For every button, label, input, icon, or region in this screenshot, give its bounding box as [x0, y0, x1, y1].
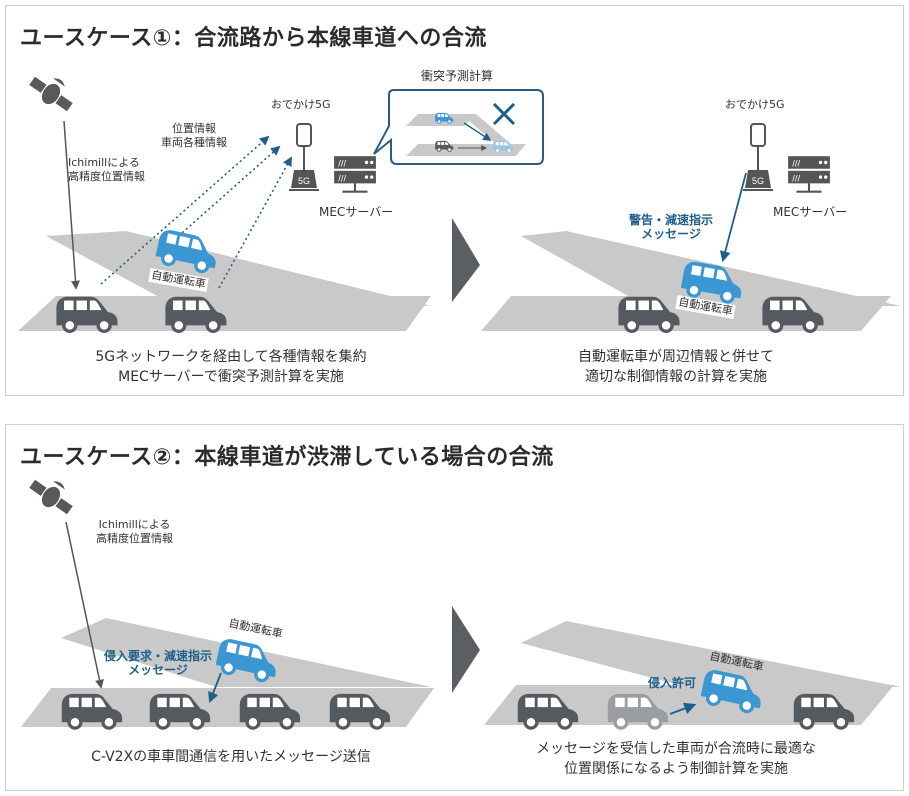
collision-prediction-label: 衝突予測計算: [421, 69, 494, 83]
intrusion-request-label: 侵入要求・減速指示 メッセージ: [104, 649, 213, 677]
entry-permission-label: 侵入許可: [648, 676, 697, 690]
main-road: [18, 296, 431, 331]
usecase2-right-caption: メッセージを受信した車両が合流時に最適な 位置関係になるよう制御計算を実施: [536, 741, 816, 777]
uplink-arrow: [100, 135, 270, 285]
usecase1-panel: ユースケース①：合流路から本線車道への合流: [5, 5, 904, 396]
next-step-chevron-icon: [452, 606, 480, 693]
usecase2-left-caption: C-V2Xの車車間通信を用いたメッセージ送信: [91, 749, 371, 765]
usecase1-title: ユースケース①：合流路から本線車道への合流: [20, 26, 487, 51]
usecase2-title: ユースケース②：本線車道が渋滞している場合の合流: [20, 445, 554, 470]
next-step-chevron-icon: [452, 218, 480, 302]
base-station-label: おでかけ5G: [271, 98, 331, 111]
satellite-icon: [26, 477, 76, 517]
intrusion-request-arrow: [208, 672, 222, 704]
positioning-arrow: [63, 120, 80, 290]
base-station-icon: [743, 122, 773, 192]
mec-server-label: MECサーバー: [319, 205, 394, 219]
mec-server-label: MECサーバー: [773, 205, 848, 219]
mec-server-icon: [333, 155, 377, 193]
base-station-icon: [289, 122, 319, 192]
satellite-icon: [26, 74, 76, 114]
positioning-label: Ichimillによる 高精度位置情報: [68, 156, 145, 183]
warning-message-arrow: [719, 172, 747, 263]
collision-x-icon: [492, 102, 516, 126]
entry-permission-arrow: [669, 702, 697, 715]
uplink-arrow: [155, 145, 281, 257]
merge-lane-road: [46, 231, 431, 306]
base-station-label: おでかけ5G: [725, 98, 785, 111]
mec-server-icon: [787, 155, 831, 193]
usecase1-right-caption: 自動運転車が周辺情報と併せて 適切な制御情報の計算を実施: [578, 349, 774, 385]
positioning-arrow: [65, 521, 104, 689]
usecase2-scene: [21, 477, 901, 730]
usecase1-left-caption: 5Gネットワークを経由して各種情報を集約 MECサーバーで衝突予測計算を実施: [95, 349, 367, 385]
usecase2-panel: ユースケース②：本線車道が渋滞している場合の合流 Ichimillによる 高精度…: [5, 424, 904, 791]
warning-message-label: 警告・減速指示 メッセージ: [629, 213, 714, 241]
uplink-label: 位置情報 車両各種情報: [161, 122, 227, 149]
usecase1-scene: [18, 74, 901, 333]
positioning-label: Ichimillによる 高精度位置情報: [96, 518, 173, 545]
